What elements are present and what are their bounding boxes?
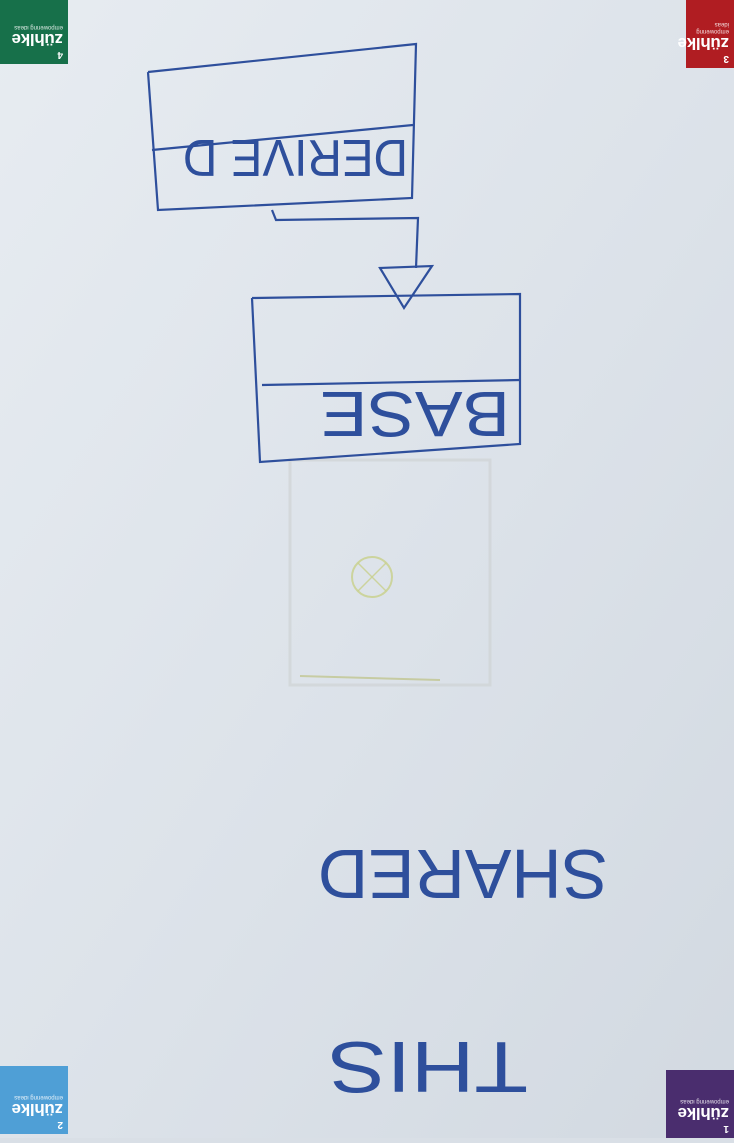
ghost-circle: [351, 556, 393, 598]
derived-class-box: [146, 42, 418, 212]
derived-box-label: DERIVE D: [183, 128, 408, 186]
base-box-label: BASE: [320, 378, 510, 450]
zuhlke-tag-3: 3 zühlke empowering ideas: [677, 0, 734, 68]
zuhlke-tag-2: 2 zühlke empowering ideas: [0, 1066, 68, 1134]
tag-brand: zühlke: [11, 30, 63, 49]
caption-shared: SHARED: [318, 835, 608, 913]
tag-number: 2: [57, 1119, 63, 1130]
inheritance-arrow: [270, 209, 435, 311]
tag-number: 4: [57, 49, 63, 60]
tag-number: 3: [723, 53, 729, 64]
tag-tagline: empowering ideas: [14, 24, 63, 30]
tag-tagline: empowering ideas: [680, 1098, 729, 1104]
ghost-box: [288, 458, 492, 687]
ghost-line: [299, 675, 441, 681]
caption-this: THIS: [328, 1026, 528, 1106]
tag-tagline: empowering ideas: [696, 21, 729, 34]
tag-tagline: empowering ideas: [14, 1094, 63, 1100]
tag-brand: zühlke: [11, 1100, 63, 1119]
base-class-box: [250, 292, 522, 464]
tag-brand: zühlke: [677, 1104, 729, 1123]
zuhlke-tag-4: 4 zühlke empowering ideas: [0, 0, 68, 64]
zuhlke-tag-1: 1 zühlke empowering ideas: [666, 1070, 734, 1138]
tag-number: 1: [723, 1123, 729, 1134]
tag-brand: zühlke: [677, 34, 729, 53]
